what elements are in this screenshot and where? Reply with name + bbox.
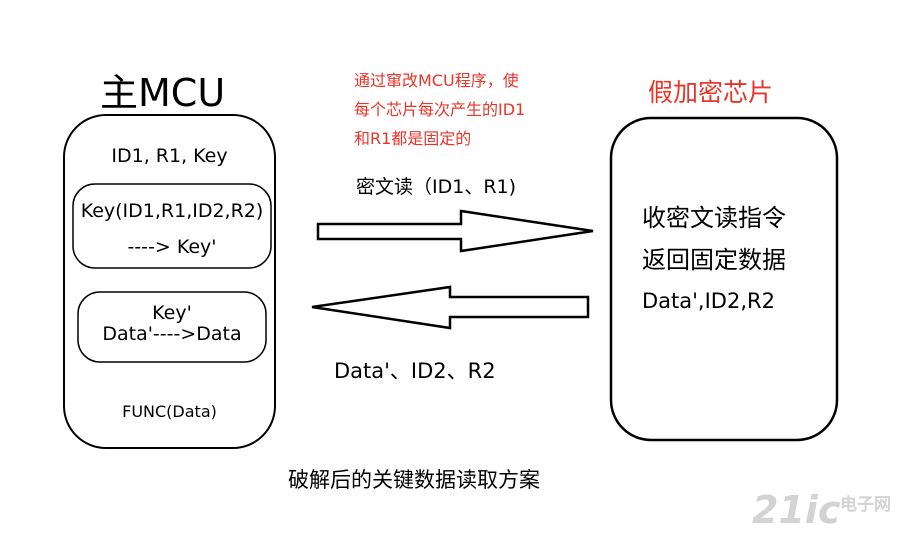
request-arrow — [316, 209, 594, 253]
mcu-inputs-label: ID1, R1, Key — [111, 145, 228, 167]
watermark-21ic: 21ic — [752, 488, 841, 532]
tamper-note-line2: 每个芯片每次产生的ID1 — [354, 100, 526, 119]
watermark-logo: 21ic 电子网 — [752, 488, 902, 534]
response-label: Data'、ID2、R2 — [334, 359, 496, 383]
key-derivation-formula: Key(ID1,R1,ID2,R2) — [80, 200, 264, 222]
fake-chip-line1: 收密文读指令 — [642, 204, 786, 232]
tamper-note-line1: 通过窜改MCU程序，使 — [354, 71, 519, 90]
func-label: FUNC(Data) — [122, 402, 217, 421]
key-derivation-result: ----> Key' — [127, 236, 217, 258]
fake-chip-box — [609, 116, 839, 442]
decrypt-key-label: Key' — [152, 302, 192, 324]
fake-chip-line3: Data',ID2,R2 — [642, 289, 775, 313]
response-arrow — [311, 285, 590, 330]
tamper-note-line3: 和R1都是固定的 — [354, 129, 472, 148]
fake-chip-title: 假加密芯片 — [648, 78, 774, 107]
decrypt-formula: Data'---->Data — [102, 323, 242, 345]
diagram-caption: 破解后的关键数据读取方案 — [288, 468, 540, 492]
key-derivation-box — [72, 183, 272, 269]
main-mcu-title: 主MCU — [100, 71, 226, 115]
tamper-note: 通过窜改MCU程序，使 每个芯片每次产生的ID1 和R1都是固定的 — [354, 66, 584, 153]
watermark-text: 电子网 — [840, 495, 891, 515]
fake-chip-line2: 返回固定数据 — [642, 246, 786, 274]
request-label: 密文读（ID1、R1) — [356, 176, 517, 198]
main-mcu-box — [63, 114, 276, 449]
decrypt-box — [77, 291, 267, 363]
